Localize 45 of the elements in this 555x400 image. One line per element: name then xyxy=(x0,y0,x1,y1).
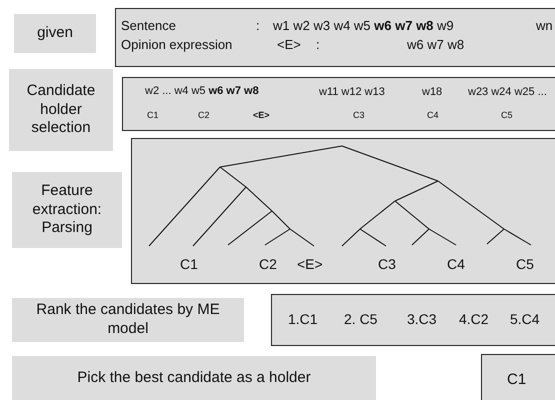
step-label: given xyxy=(37,24,73,43)
text: : xyxy=(316,38,320,52)
candidate-panel xyxy=(122,77,555,131)
candidate-label: C2 xyxy=(198,111,210,121)
candidate-label: C3 xyxy=(353,111,365,121)
candidate-label: C5 xyxy=(516,257,534,272)
ranking-panel xyxy=(271,294,555,346)
text: Sentence xyxy=(121,19,176,34)
word-sequence: w11 w12 w13 xyxy=(319,86,385,98)
word-sequence: w1 w2 w3 w4 w5 w6 w7 w8 w9 xyxy=(273,19,454,34)
step-label: Candidate holder selection xyxy=(26,82,96,138)
expression-label: <E> xyxy=(297,257,323,272)
candidate-label: C2 xyxy=(259,257,277,272)
rank-item: 4.C2 xyxy=(459,312,489,328)
word-sequence: w6 w7 w8 xyxy=(407,38,464,52)
rank-item: 1.C1 xyxy=(288,312,318,328)
step-label: Feature extraction: Parsing xyxy=(31,182,103,238)
expression-label: <E> xyxy=(253,111,270,121)
step-box xyxy=(9,69,113,151)
candidate-label: C1 xyxy=(147,111,159,121)
result-panel xyxy=(481,354,555,400)
parse-tree-panel xyxy=(131,138,555,284)
text: <E> xyxy=(277,38,301,52)
step-box xyxy=(14,14,96,53)
candidate-label: C4 xyxy=(447,257,465,272)
word: wn xyxy=(536,19,553,34)
candidate-label: C1 xyxy=(507,372,526,388)
candidate-label: C3 xyxy=(378,257,396,272)
step-box xyxy=(12,356,376,400)
step-box xyxy=(12,298,244,342)
candidate-label: C5 xyxy=(501,111,513,121)
step-label: Rank the candidates by ME model xyxy=(35,301,221,339)
text: : xyxy=(256,19,260,34)
step-box xyxy=(12,172,122,248)
step-label: Pick the best candidate as a holder xyxy=(77,368,311,388)
word-sequence: w23 w24 w25 ... xyxy=(468,86,547,98)
rank-item: 5.C4 xyxy=(510,312,540,328)
candidate-label: C4 xyxy=(427,111,439,121)
word-sequence: w2 ... w4 w5 w6 w7 w8 xyxy=(145,85,259,98)
word: w18 xyxy=(422,86,442,98)
given-panel xyxy=(115,8,555,67)
rank-item: 3.C3 xyxy=(407,312,437,328)
rank-item: 2. C5 xyxy=(344,312,378,328)
text: Opinion expression xyxy=(121,38,232,52)
candidate-label: C1 xyxy=(180,257,198,272)
